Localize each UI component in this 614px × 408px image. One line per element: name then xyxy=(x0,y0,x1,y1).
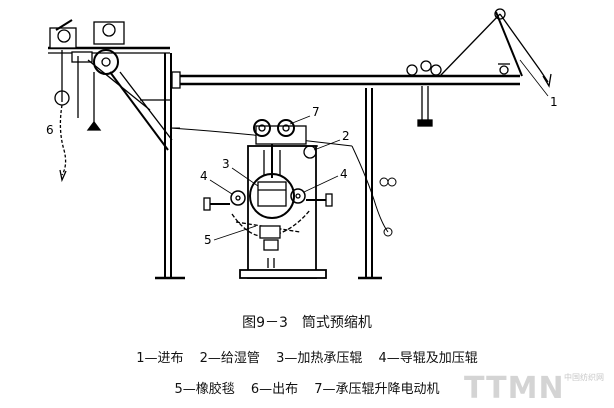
label-4-right: 4 xyxy=(340,167,348,181)
figure-caption: 图9－3 筒式预缩机 xyxy=(0,312,614,332)
legend-item: 6—出布 xyxy=(250,382,299,397)
label-2: 2 xyxy=(342,129,350,143)
entry-arrow xyxy=(542,73,552,88)
label-4-left: 4 xyxy=(200,169,208,183)
legend-row-1: 1—进布 2—给湿管 3—加热承压辊 4—导辊及加压辊 xyxy=(0,347,614,366)
legend-item: 4—导辊及加压辊 xyxy=(378,351,478,366)
label-3: 3 xyxy=(222,157,230,171)
figure-title: 筒式预缩机 xyxy=(301,315,372,331)
machine-diagram: 1 2 3 4 4 5 6 7 xyxy=(46,8,558,280)
label-7: 7 xyxy=(312,105,320,119)
leader-lines xyxy=(209,59,549,241)
watermark-logo: TTMN 中国纺织网 xyxy=(464,371,604,404)
legend-item: 1—进布 xyxy=(136,351,184,366)
preshrink-unit xyxy=(203,119,333,279)
watermark-subtext: 中国纺织网 xyxy=(564,372,604,382)
main-beam xyxy=(171,8,541,280)
watermark-text: TTMN xyxy=(464,371,565,404)
label-5: 5 xyxy=(204,233,212,247)
label-6: 6 xyxy=(46,123,54,137)
label-1: 1 xyxy=(550,95,558,109)
legend-item: 5—橡胶毯 xyxy=(174,382,235,397)
legend-row-2: 5—橡胶毯 6—出布 7—承压辊升降电动机 xyxy=(0,378,614,397)
exit-frame xyxy=(48,19,185,280)
legend-item: 3—加热承压辊 xyxy=(276,351,363,366)
legend-item: 7—承压辊升降电动机 xyxy=(314,382,440,397)
figure-number: 图9－3 xyxy=(242,315,288,331)
legend-item: 2—给湿管 xyxy=(199,351,260,366)
